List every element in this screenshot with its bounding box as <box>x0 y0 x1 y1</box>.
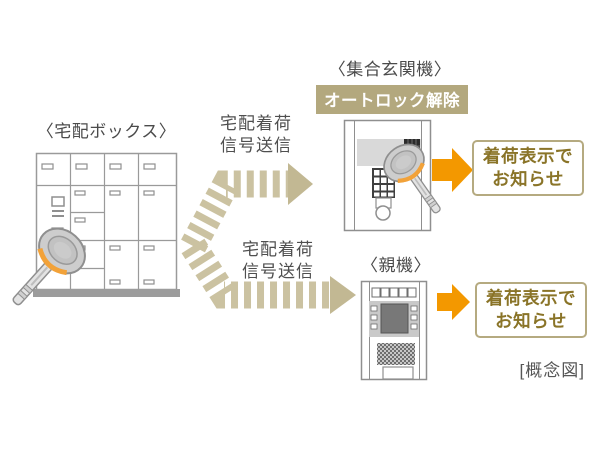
signal-line: 信号送信 <box>220 136 292 155</box>
parent-unit-illustration <box>360 280 428 381</box>
autolock-badge-wrap: オートロック解除 <box>316 85 468 114</box>
orange-arrow-icon <box>437 284 470 320</box>
autolock-badge: オートロック解除 <box>316 85 468 114</box>
entrance-unit-label: 〈集合玄関機〉 <box>328 60 452 79</box>
delivery-box-label: 〈宅配ボックス〉 <box>36 122 177 141</box>
notification-line: お知らせ <box>495 311 567 331</box>
notification-box-entrance: 着荷表示で お知らせ <box>472 140 584 196</box>
notification-line: 着荷表示で <box>483 146 573 166</box>
signal-text-to-parent: 宅配着荷 信号送信 <box>222 239 334 283</box>
signal-line: 信号送信 <box>242 262 314 281</box>
notification-box-parent: 着荷表示で お知らせ <box>475 282 587 338</box>
signal-text-to-entrance: 宅配着荷 信号送信 <box>200 113 312 157</box>
signal-line: 宅配着荷 <box>242 240 314 259</box>
signal-line: 宅配着荷 <box>220 114 292 133</box>
diagram-caption: [概念図] <box>519 361 585 380</box>
orange-arrow-icon <box>432 148 473 192</box>
delivery-box-illustration <box>33 152 180 297</box>
notification-line: お知らせ <box>492 169 564 189</box>
parent-unit-label: 〈親機〉 <box>361 256 431 275</box>
notification-line: 着荷表示で <box>486 288 576 308</box>
striped-arrow-to-entrance-icon <box>181 163 313 253</box>
striped-arrow-to-parent-icon <box>181 238 356 314</box>
